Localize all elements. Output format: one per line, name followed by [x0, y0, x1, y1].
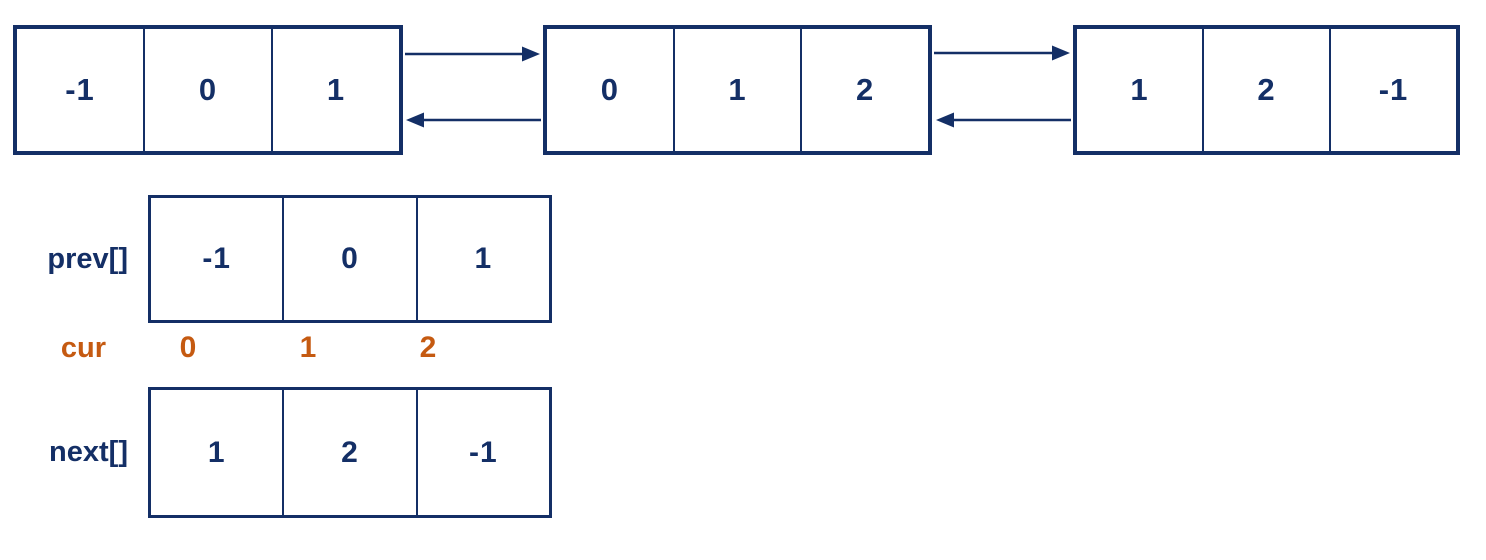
prev-arrow-node2-to-node1 [936, 112, 1071, 128]
prev-array-box: -1 0 1 [148, 195, 552, 323]
node-1-cell-next: 2 [800, 29, 928, 151]
next-array-box: 1 2 -1 [148, 387, 552, 518]
prev-array-cell-2: 1 [415, 198, 549, 320]
cur-index-1: 1 [299, 331, 317, 364]
node-2-cell-next: -1 [1329, 29, 1456, 151]
node-1-cell-prev: 0 [600, 72, 619, 107]
cur-index-0: 0 [179, 331, 197, 364]
prev-array-cell-1: 0 [282, 198, 415, 320]
list-node-1: 0 1 2 [543, 25, 932, 155]
list-node-0: -1 0 1 [13, 25, 403, 155]
node-0-cell-prev: -1 [65, 72, 95, 107]
node-0-cell-cur: 0 [143, 29, 271, 151]
list-node-2: 1 2 -1 [1073, 25, 1460, 155]
next-arrow-node0-to-node1 [405, 46, 540, 62]
prev-array-cell-0: -1 [202, 242, 231, 275]
cur-index-label: cur [60, 331, 106, 364]
next-arrow-node1-to-node2 [934, 45, 1070, 61]
node-1-cell-cur: 1 [672, 29, 801, 151]
next-array-cell-2: -1 [415, 390, 549, 515]
next-array-cell-1: 2 [282, 390, 415, 515]
prev-arrow-node1-to-node0 [406, 112, 541, 128]
cur-index-values: 0 1 2 [128, 330, 488, 366]
node-2-cell-prev: 1 [1130, 72, 1149, 107]
node-0-cell-next: 1 [271, 29, 399, 151]
cur-index-2: 2 [419, 331, 437, 364]
node-2-cell-cur: 2 [1202, 29, 1329, 151]
next-array-label: next[] [49, 436, 128, 468]
prev-array-label: prev[] [47, 242, 128, 275]
next-array-cell-0: 1 [207, 435, 226, 469]
